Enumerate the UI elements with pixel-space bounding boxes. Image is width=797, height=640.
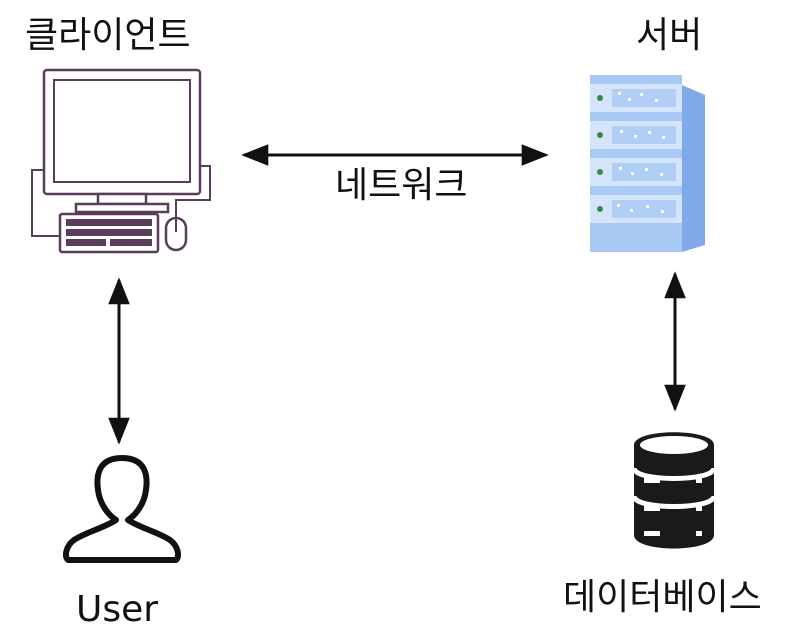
user-label: User: [76, 589, 159, 630]
client-label: 클라이언트: [25, 15, 191, 56]
database-label: 데이터베이스: [563, 577, 762, 618]
server-rack-icon: [590, 75, 705, 252]
database-icon: [631, 432, 717, 549]
desktop-computer-icon: [31, 68, 211, 254]
server-label: 서버: [636, 15, 703, 56]
network-label: 네트워크: [335, 165, 468, 206]
user-silhouette-icon: [63, 455, 181, 563]
